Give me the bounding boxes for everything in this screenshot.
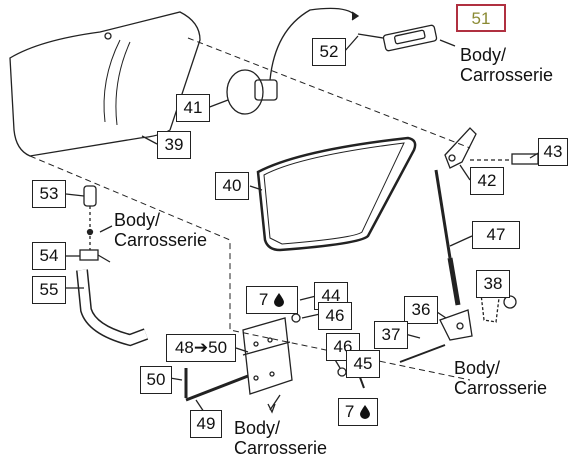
body-text: Body/ [114, 210, 161, 230]
callout-46-top[interactable]: 46 [318, 302, 352, 330]
callout-49[interactable]: 49 [190, 410, 222, 438]
carrosserie-text: Carrosserie [454, 378, 548, 398]
body-label-left: Body/ Carrosserie [114, 210, 207, 250]
body-text: Body/ [234, 418, 281, 438]
hinge-48-50 [242, 317, 293, 395]
quantity-label: 7 [258, 290, 269, 309]
carrosserie-text: Carrosserie [460, 65, 554, 85]
callout-53[interactable]: 53 [32, 180, 66, 208]
hose-55 [76, 269, 149, 347]
latch-plate-51 [382, 24, 438, 52]
callout-43[interactable]: 43 [538, 138, 568, 166]
drop-icon [274, 293, 285, 307]
callout-39[interactable]: 39 [157, 131, 191, 159]
gas-strut-47 [434, 169, 452, 259]
carrosserie-text: Carrosserie [234, 438, 328, 458]
body-label-right: Body/ Carrosserie [454, 358, 547, 398]
callout-37[interactable]: 37 [374, 321, 408, 349]
callout-54[interactable]: 54 [32, 242, 66, 270]
callout-51[interactable]: 51 [456, 4, 506, 32]
fitting-53 [83, 185, 97, 207]
seal-40 [256, 136, 417, 252]
callout-47[interactable]: 47 [472, 221, 520, 249]
quantity-7-top: 7 [246, 286, 298, 314]
callout-45[interactable]: 45 [346, 350, 380, 378]
body-text: Body/ [460, 45, 507, 65]
hinge-36 [439, 309, 473, 341]
callout-41[interactable]: 41 [176, 94, 210, 122]
bracket-42 [444, 127, 477, 169]
quantity-7-bottom: 7 [338, 398, 378, 426]
quantity-label: 7 [344, 402, 355, 421]
callout-55[interactable]: 55 [32, 276, 66, 304]
callout-52[interactable]: 52 [312, 38, 346, 66]
motor-41 [226, 69, 264, 115]
callout-38[interactable]: 38 [476, 270, 510, 298]
callout-36[interactable]: 36 [404, 296, 438, 324]
callout-48-50[interactable]: 48➔50 [166, 334, 236, 362]
body-label-top-right: Body/ Carrosserie [460, 45, 553, 85]
drop-icon [360, 405, 371, 419]
side-panel-39 [9, 11, 201, 157]
carrosserie-text: Carrosserie [114, 230, 208, 250]
callout-50[interactable]: 50 [140, 366, 172, 394]
body-text: Body/ [454, 358, 501, 378]
body-label-bottom: Body/ Carrosserie [234, 418, 327, 458]
callout-42[interactable]: 42 [470, 167, 504, 195]
callout-40[interactable]: 40 [215, 172, 249, 200]
